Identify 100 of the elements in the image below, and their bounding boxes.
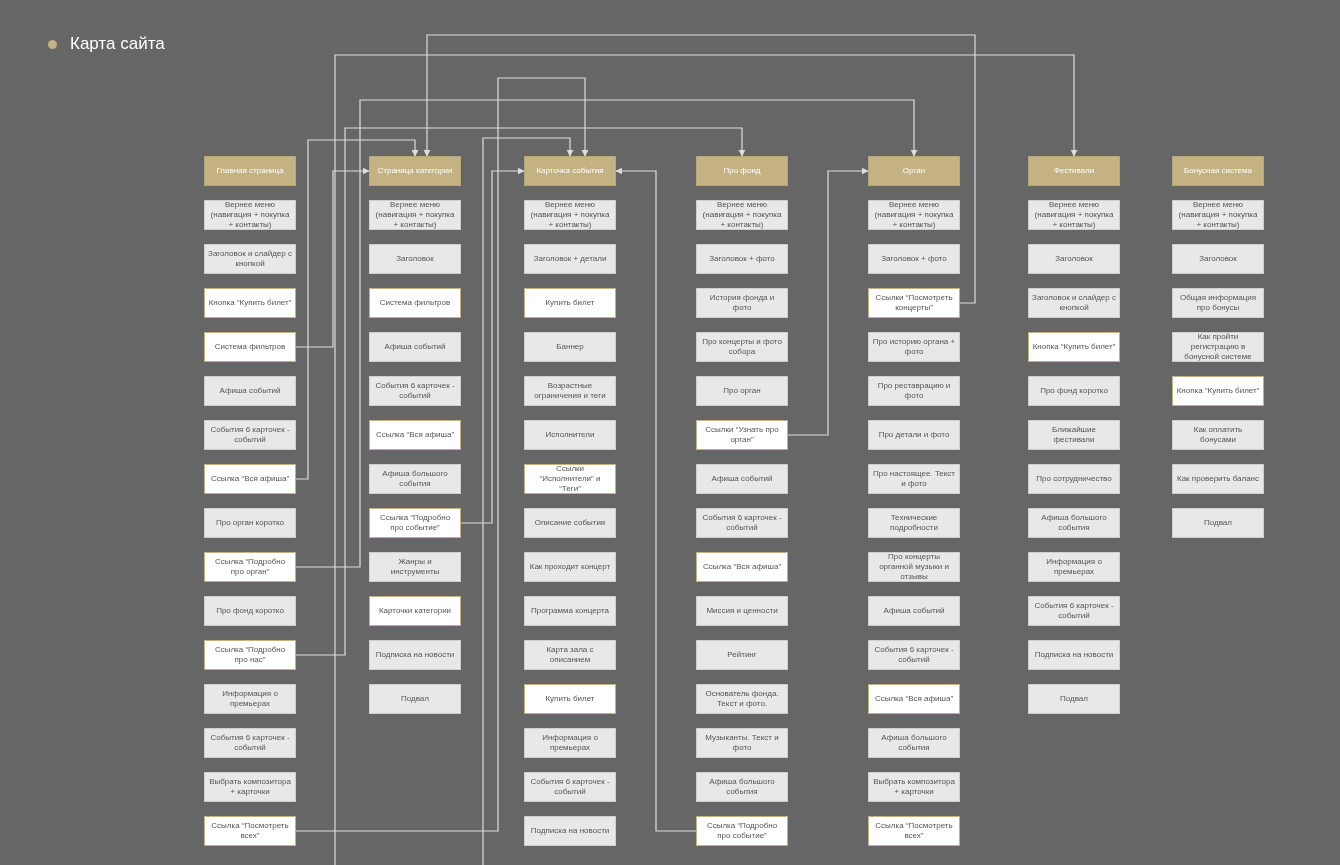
link-box: Ссылка “Посмотреть всех” [868, 816, 960, 846]
section-box: Карта зала с описанием [524, 640, 616, 670]
section-box: Заголовок и слайдер с кнопкой [204, 244, 296, 274]
link-box: Ссылка “Вся афиша” [696, 552, 788, 582]
page-header-box: Про фонд [696, 156, 788, 186]
link-box: Купить билет [524, 684, 616, 714]
section-box: Возрастные ограничения и теги [524, 376, 616, 406]
arrow [295, 167, 370, 348]
link-box: Система фильтров [369, 288, 461, 318]
section-box: Информация о премьерах [204, 684, 296, 714]
title: Карта сайта [70, 34, 165, 54]
section-box: Подвал [1028, 684, 1120, 714]
section-box: Про историю органа + фото [868, 332, 960, 362]
arrow [295, 139, 419, 480]
section-box: Исполнители [524, 420, 616, 450]
link-box: Ссылка “Подробно про событие” [696, 816, 788, 846]
section-box: Вернее меню (навигация + покупка + контакты) [1028, 200, 1120, 230]
section-box: События 6 карточек - событий [369, 376, 461, 406]
section-box: Общая информация про бонусы [1172, 288, 1264, 318]
section-box: Выбрать композитора + карточки [868, 772, 960, 802]
section-box: Информация о премьерах [1028, 552, 1120, 582]
section-box: Заголовок и слайдер с кнопкой [1028, 288, 1120, 318]
link-box: Ссылка “Подробно про орган” [204, 552, 296, 582]
section-box: Вернее меню (навигация + покупка + контакты) [369, 200, 461, 230]
section-box: Подвал [369, 684, 461, 714]
arrow [482, 137, 574, 865]
section-box: Афиша событий [204, 376, 296, 406]
section-box: Ближайшие фестивали [1028, 420, 1120, 450]
section-box: Заголовок [1028, 244, 1120, 274]
section-box: Как проверить баланс [1172, 464, 1264, 494]
section-box: Про реставрацию и фото [868, 376, 960, 406]
section-box: Подписка на новости [369, 640, 461, 670]
section-box: Заголовок [369, 244, 461, 274]
link-box: Ссылки “Узнать про орган” [696, 420, 788, 450]
section-box: Афиша событий [696, 464, 788, 494]
section-box: Музыканты. Текст и фото [696, 728, 788, 758]
section-box: Как пройти регистрацию в бонусной системе [1172, 332, 1264, 362]
section-box: Афиша большого события [369, 464, 461, 494]
section-box: Вернее меню (навигация + покупка + контакты) [1172, 200, 1264, 230]
section-box: Вернее меню (навигация + покупка + контакты) [524, 200, 616, 230]
section-box: Афиша большого события [696, 772, 788, 802]
page-header-box: Орган [868, 156, 960, 186]
section-box: Про орган коротко [204, 508, 296, 538]
link-box: Ссылка “Подробно про событие” [369, 508, 461, 538]
page-header-box: Страница категории [369, 156, 461, 186]
section-box: Баннер [524, 332, 616, 362]
arrow [295, 77, 589, 832]
arrow [295, 99, 918, 568]
section-box: Про сотрудничество [1028, 464, 1120, 494]
arrow [295, 127, 746, 656]
section-box: Программа концерта [524, 596, 616, 626]
section-box: Про концерты органной музыки и отзывы [868, 552, 960, 582]
section-box: Афиша событий [369, 332, 461, 362]
section-box: События 6 карточек - событий [204, 420, 296, 450]
link-box: Ссылки “Посмотреть концерты” [868, 288, 960, 318]
section-box: Про фонд коротко [204, 596, 296, 626]
link-box: Ссылка “Вся афиша” [868, 684, 960, 714]
section-box: Вернее меню (навигация + покупка + контакты) [696, 200, 788, 230]
section-box: Как оплатить бонусами [1172, 420, 1264, 450]
section-box: Рейтинг [696, 640, 788, 670]
link-box: Система фильтров [204, 332, 296, 362]
section-box: История фонда и фото [696, 288, 788, 318]
section-box: Заголовок + фото [696, 244, 788, 274]
section-box: Про настоящее. Текст и фото [868, 464, 960, 494]
page-header-box: Бонусная система [1172, 156, 1264, 186]
section-box: Миссия и ценности [696, 596, 788, 626]
section-box: Вернее меню (навигация + покупка + контакты) [868, 200, 960, 230]
section-box: Афиша большого события [1028, 508, 1120, 538]
section-box: Выбрать композитора + карточки [204, 772, 296, 802]
link-box: Купить билет [524, 288, 616, 318]
section-box: Заголовок [1172, 244, 1264, 274]
link-box: Карточки категории [369, 596, 461, 626]
section-box: Заголовок + детали [524, 244, 616, 274]
section-box: События 6 карточек - событий [868, 640, 960, 670]
page-header-box: Главная страница [204, 156, 296, 186]
section-box: Описание события [524, 508, 616, 538]
section-box: События 6 карточек - событий [1028, 596, 1120, 626]
page-header-box: Карточка события [524, 156, 616, 186]
section-box: Про концерты и фото собора [696, 332, 788, 362]
section-box: Подвал [1172, 508, 1264, 538]
link-box: Кнопка “Купить билет” [1028, 332, 1120, 362]
link-box: Кнопка “Купить билет” [204, 288, 296, 318]
page-header-box: Фестивали [1028, 156, 1120, 186]
section-box: Про орган [696, 376, 788, 406]
link-box: Ссылки “Исполнители” и “Теги” [524, 464, 616, 494]
section-box: Афиша большого события [868, 728, 960, 758]
link-box: Ссылка “Посмотреть всех” [204, 816, 296, 846]
section-box: Основатель фонда. Текст и фото. [696, 684, 788, 714]
section-box: Афиша событий [868, 596, 960, 626]
section-box: Технические подробности [868, 508, 960, 538]
arrow [615, 167, 697, 832]
link-box: Ссылка “Вся афиша” [369, 420, 461, 450]
section-box: Вернее меню (навигация + покупка + контакты) [204, 200, 296, 230]
arrow [423, 34, 976, 304]
section-box: Про детали и фото [868, 420, 960, 450]
section-box: Заголовок + фото [868, 244, 960, 274]
section-box: Информация о премьерах [524, 728, 616, 758]
arrow [787, 167, 869, 436]
section-box: Жанры и инструменты [369, 552, 461, 582]
section-box: События 6 карточек - событий [696, 508, 788, 538]
